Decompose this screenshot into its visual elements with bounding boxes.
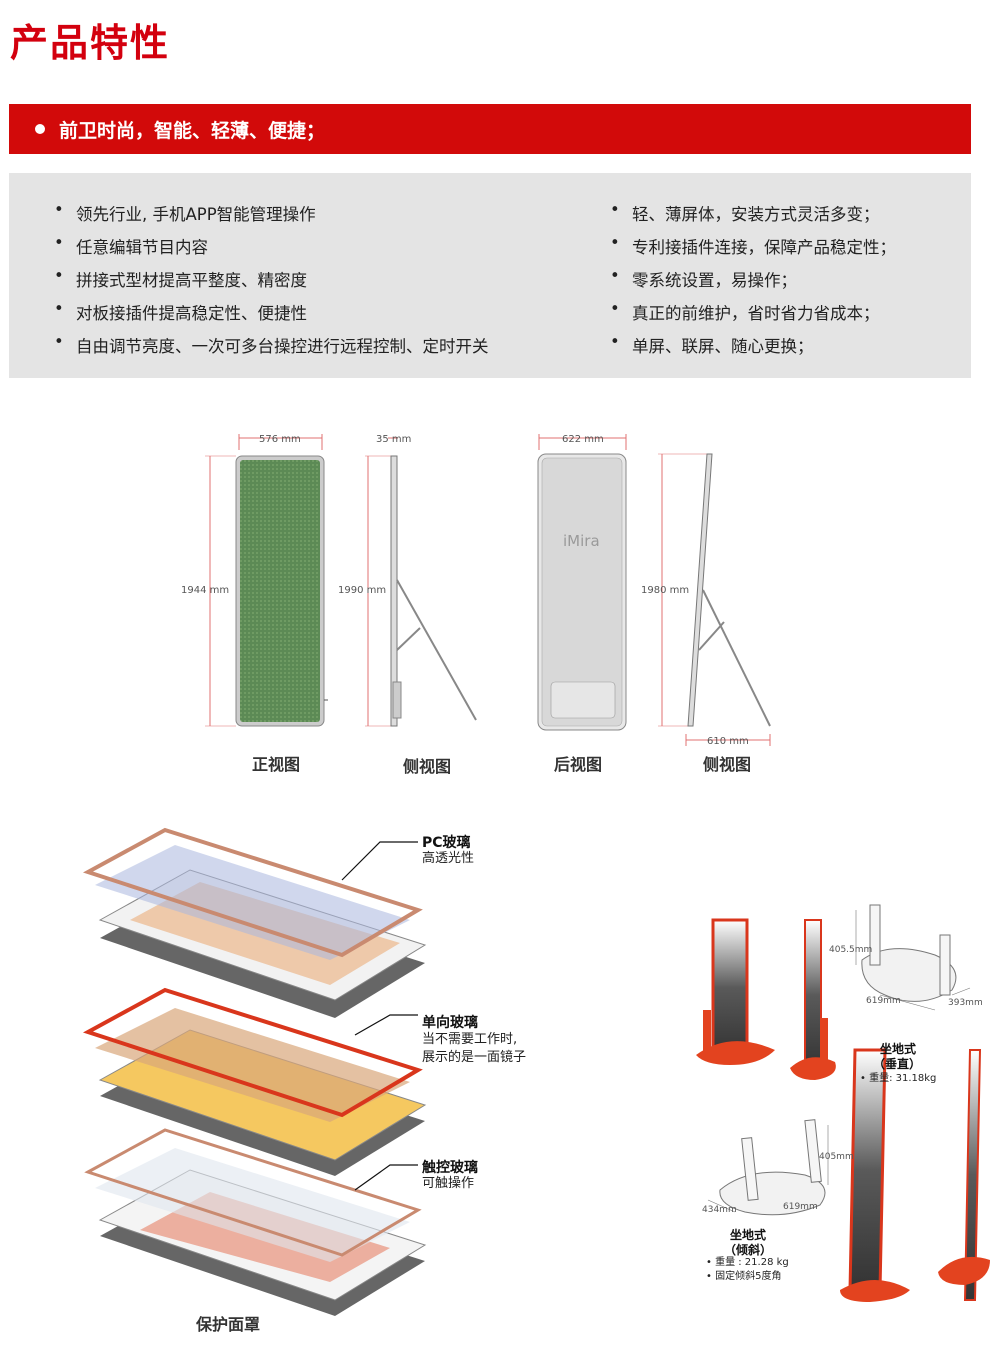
front-width-label: 576 mm bbox=[259, 434, 301, 445]
one-way-glass-desc-1: 当不需要工作时, bbox=[422, 1032, 518, 1047]
vertical-stand-base-drawing bbox=[855, 904, 971, 1011]
back-width-label: 622 mm bbox=[562, 434, 604, 445]
vertical-width-label: 619mm bbox=[866, 996, 901, 1006]
tilted-height-label: 405mm bbox=[819, 1152, 854, 1162]
vertical-stand-title: 坐地式 bbox=[880, 1042, 917, 1056]
tilted-stand-weight: • 重量 : 21.28 kg bbox=[706, 1257, 789, 1268]
side2-height-label: 1980 mm bbox=[641, 585, 689, 596]
feature-left-5: 自由调节亮度、一次可多台操控进行远程控制、定时开关 bbox=[54, 332, 488, 357]
bullet-dot bbox=[35, 124, 45, 134]
feature-right-1: 轻、薄屏体，安装方式灵活多变； bbox=[610, 200, 879, 225]
feature-right-3: 零系统设置，易操作； bbox=[610, 266, 797, 291]
feature-right-5: 单屏、联屏、随心更换； bbox=[610, 332, 813, 357]
front-view-label: 正视图 bbox=[252, 755, 301, 774]
feature-left-2: 任意编辑节目内容 bbox=[54, 233, 208, 258]
touch-glass-title: 触控玻璃 bbox=[422, 1160, 478, 1176]
back-view-drawing: iMira bbox=[537, 434, 627, 731]
side2-base-label: 610 mm bbox=[707, 736, 749, 747]
side1-depth-label: 35 mm bbox=[376, 434, 411, 445]
tilted-stand-angle: • 固定倾斜5度角 bbox=[706, 1271, 782, 1282]
pc-glass-desc: 高透光性 bbox=[422, 851, 475, 866]
tilted-stand-base-drawing bbox=[707, 1119, 829, 1216]
back-view-label: 后视图 bbox=[554, 755, 603, 774]
tilted-depth-label: 434mm bbox=[702, 1205, 737, 1215]
vertical-stand-weight: • 重量: 31.18kg bbox=[860, 1073, 937, 1084]
stand-illustrations: 405.5mm 619mm 393mm 405mm 619mm 434mm bbox=[696, 904, 990, 1302]
features-box: 领先行业, 手机APP智能管理操作 任意编辑节目内容 拼接式型材提高平整度、精密… bbox=[9, 173, 971, 378]
vertical-stand-subtitle: （垂直） bbox=[873, 1057, 922, 1071]
banner-text: 前卫时尚，智能、轻薄、便捷； bbox=[59, 120, 326, 142]
pc-glass-title: PC玻璃 bbox=[422, 835, 471, 851]
feature-banner: 前卫时尚，智能、轻薄、便捷； bbox=[9, 104, 971, 154]
side-view-1-label: 侧视图 bbox=[403, 757, 452, 776]
protective-cover-label: 保护面罩 bbox=[196, 1315, 261, 1334]
tilted-stand-title: 坐地式 bbox=[730, 1228, 767, 1242]
side-view-1-drawing bbox=[365, 437, 477, 727]
tilted-stand-subtitle: （倾斜） bbox=[724, 1243, 773, 1257]
front-view-drawing bbox=[205, 434, 328, 727]
one-way-glass-title: 单向玻璃 bbox=[422, 1015, 478, 1031]
imira-logo: iMira bbox=[563, 532, 600, 550]
dimension-drawings: iMira 576 mm 1944 mm 35 mm 1990 mm 622 m… bbox=[181, 434, 771, 747]
touch-glass-layer bbox=[84, 1128, 427, 1316]
front-height-label: 1944 mm bbox=[181, 585, 229, 596]
vertical-depth-label: 393mm bbox=[948, 998, 983, 1008]
feature-right-2: 专利接插件连接，保障产品稳定性； bbox=[610, 233, 896, 258]
glass-layers-illustration bbox=[82, 827, 427, 1316]
side-view-2-drawing bbox=[658, 453, 771, 746]
feature-left-1: 领先行业, 手机APP智能管理操作 bbox=[54, 200, 316, 225]
one-way-glass-desc-2: 展示的是一面镜子 bbox=[422, 1050, 527, 1065]
side-view-2-label: 侧视图 bbox=[703, 755, 752, 774]
one-way-glass-layer bbox=[82, 987, 427, 1176]
feature-right-4: 真正的前维护，省时省力省成本； bbox=[610, 299, 879, 324]
vertical-height-label: 405.5mm bbox=[829, 945, 872, 955]
feature-left-3: 拼接式型材提高平整度、精密度 bbox=[54, 266, 307, 291]
feature-left-4: 对板接插件提高稳定性、便捷性 bbox=[54, 299, 307, 324]
page-title: 产品特性 bbox=[10, 21, 171, 65]
vertical-stand-screens bbox=[696, 918, 836, 1080]
touch-glass-desc: 可触操作 bbox=[422, 1176, 475, 1191]
side1-height-label: 1990 mm bbox=[338, 585, 386, 596]
tilted-stand-screens bbox=[840, 1048, 990, 1302]
tilted-width-label: 619mm bbox=[783, 1202, 818, 1212]
pc-glass-layer bbox=[82, 827, 427, 1018]
